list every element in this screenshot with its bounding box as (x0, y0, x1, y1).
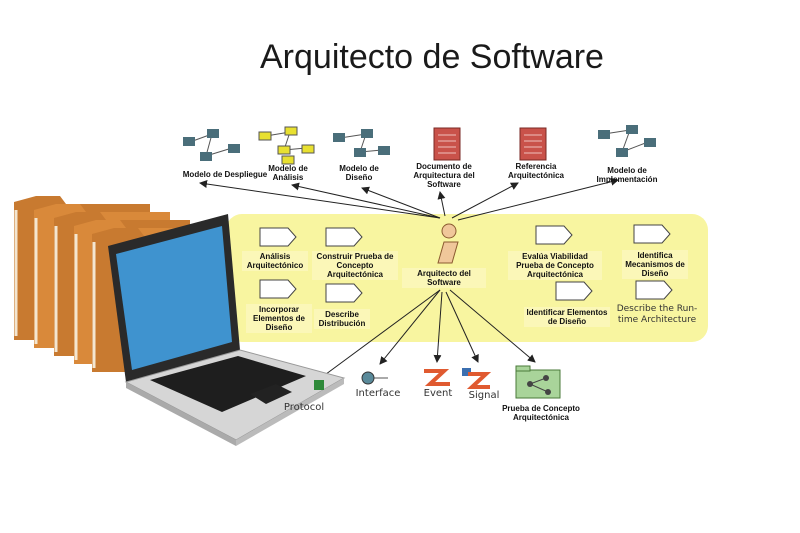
activity-analysis-label: Análisis Arquitectónico (242, 251, 308, 271)
artifact-document-label: Documento de Arquitectura del Software (413, 162, 475, 189)
event-icon (424, 369, 450, 386)
artifact-analysis-label: Modelo de Análisis (268, 164, 308, 182)
activity-describe-distribution-label: Describe Distribución (314, 309, 370, 329)
activity-identify-elements-label: Identificar Elementos de Diseño (524, 307, 610, 327)
architect-label: Arquitecto del Software (402, 268, 486, 288)
activity-mechanisms-label: Identifica Mecanismos de Diseño (622, 250, 688, 279)
implementation-model-icon (598, 125, 656, 157)
protocol-label: Protocol (283, 402, 325, 413)
activity-build-poc-label: Construir Prueba de Concepto Arquitectón… (312, 251, 398, 280)
arrows (199, 177, 619, 381)
activity-incorporate-label: Incorporar Elementos de Diseño (246, 304, 312, 333)
design-model-icon (333, 129, 390, 157)
proof-of-concept-label: Prueba de Concepto Arquitectónica (502, 404, 580, 422)
artifact-reference-label: Referencia Arquitectónica (507, 162, 564, 180)
signal-label: Signal (468, 390, 500, 401)
proof-of-concept-icon (515, 365, 561, 399)
page-title: Arquitecto de Software (260, 38, 604, 76)
event-label: Event (423, 388, 453, 399)
artifact-implementation-label: Modelo de Implementación (596, 166, 658, 184)
analysis-model-icon (258, 126, 315, 165)
document-icon (433, 127, 461, 161)
architect-icon (437, 223, 459, 264)
activity-icons (259, 224, 673, 303)
artifact-design-label: Modelo de Diseño (339, 164, 379, 182)
interface-icon (361, 371, 388, 385)
protocol-icon (314, 380, 324, 390)
activity-runtime-label: Describe the Run-time Architecture (616, 304, 698, 325)
laptop-icon (108, 214, 346, 446)
reference-document-icon (519, 127, 547, 161)
interface-label: Interface (355, 388, 401, 399)
activity-evaluate-label: Evalúa Viabilidad Prueba de Concepto Arq… (508, 251, 602, 280)
signal-icon (462, 368, 492, 389)
artifact-deployment-label: Modelo de Despliegue (182, 170, 268, 179)
deployment-model-icon (183, 129, 240, 161)
